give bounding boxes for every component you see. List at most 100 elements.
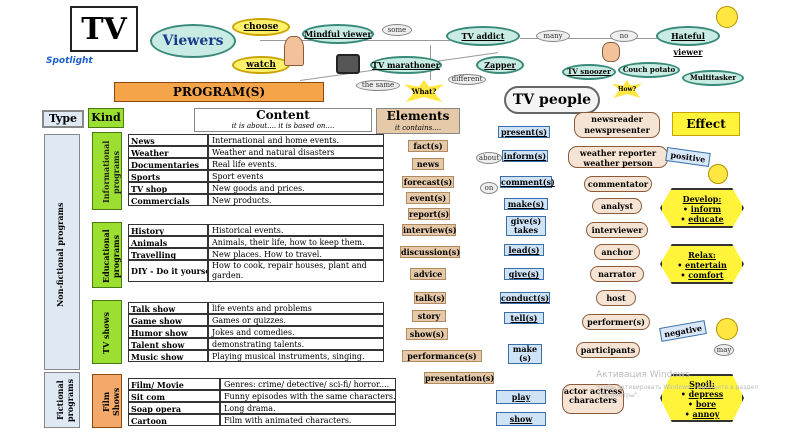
verb-label: show — [509, 414, 533, 424]
spoil-item: • bore — [687, 399, 717, 409]
verb-item: tell(s) — [504, 312, 544, 324]
spoil-item: • annoy — [684, 409, 720, 419]
kind-cell: DIY - Do it yourself — [128, 260, 208, 282]
develop-item: • educate — [680, 214, 724, 224]
kind-cell: Sports — [128, 170, 208, 182]
kind-cell: News — [128, 134, 208, 146]
educational-kind: Educational programs — [92, 222, 122, 288]
element-item: forecast(s) — [402, 176, 454, 188]
content-cell: Jokes and comedies. — [208, 326, 384, 338]
content-cell: How to cook, repair houses, plant and ga… — [208, 260, 384, 282]
person-item: anchor — [594, 244, 640, 260]
connector-line — [520, 38, 660, 39]
person-item: narrator — [590, 266, 644, 282]
kind-header: Kind — [88, 108, 124, 128]
smiley-icon — [708, 164, 728, 184]
relax-item: • comfort — [680, 270, 724, 280]
content-title: Content — [256, 108, 310, 122]
relax-item-text: entertain — [685, 260, 727, 270]
spoil-label: Spoil: — [689, 379, 715, 389]
non-fictional-type: Non-fictional programs — [44, 134, 80, 370]
elements-header: Elements it contains.... — [376, 108, 460, 134]
negative-arrow: negative — [659, 320, 707, 342]
element-item: advice — [410, 268, 446, 280]
many-label: many — [536, 30, 570, 42]
hateful-label: Hateful viewer — [671, 31, 705, 57]
develop-item-text: educate — [688, 214, 724, 224]
kind-cell: Cartoon — [128, 414, 220, 426]
kind-cell: Talent show — [128, 338, 208, 350]
positive-arrow: positive — [665, 147, 711, 167]
some-label: some — [382, 24, 412, 36]
spoil-item-text: depress — [688, 389, 724, 399]
watch-arrow: watch — [232, 56, 290, 74]
element-item: story — [412, 310, 446, 322]
content-cell: Genres: crime/ detective/ sci-fi/ horror… — [220, 378, 396, 390]
element-item: discussion(s) — [400, 246, 461, 258]
about-label: about — [476, 152, 502, 164]
develop-item-text: inform — [690, 204, 722, 214]
verb-item: lead(s) — [504, 244, 544, 256]
content-cell: Weather and natural disasters — [208, 146, 384, 158]
kind-cell: Game show — [128, 314, 208, 326]
verb-item: present(s) — [498, 126, 550, 138]
kind-cell: Documentaries — [128, 158, 208, 170]
kind-cell: Travelling — [128, 248, 208, 260]
tv-shows-kind: TV shows — [92, 300, 122, 364]
element-item: report(s) — [408, 208, 450, 220]
verb-label: make (s) — [512, 344, 538, 363]
spoil-box: Spoil: • depress • bore • annoy — [660, 374, 744, 422]
element-item: performance(s) — [402, 350, 482, 362]
kind-cell: Music show — [128, 350, 208, 362]
tv-addict: TV addict — [446, 26, 520, 46]
snoozer-label: TV snoozer — [567, 67, 611, 76]
content-cell: Playing musical instruments, singing. — [208, 350, 384, 362]
viewers-oval: Viewers — [150, 24, 236, 58]
kind-cell: Sit com — [128, 390, 220, 402]
film-shows-kind: Film Shows — [92, 374, 122, 428]
tv-people-header: TV people — [504, 86, 600, 114]
programs-banner: PROGRAM(S) — [114, 82, 324, 102]
element-item: interview(s) — [402, 224, 457, 236]
relax-item: • entertain — [677, 260, 727, 270]
may-label: may — [714, 344, 734, 356]
verb-item: give(s) takes — [506, 216, 546, 236]
person-item: commentator — [584, 176, 652, 192]
watermark-subtitle: Чтобы активировать Windows, перейдите в … — [596, 384, 758, 399]
table-row: DIY - Do it yourselfHow to cook, repair … — [128, 260, 384, 282]
educational-label: Educational programs — [101, 229, 121, 283]
spoil-item: • depress — [680, 389, 724, 399]
sad-face-icon — [716, 318, 738, 340]
choose-label: choose — [243, 22, 279, 32]
mindful-label: Mindful viewer — [304, 29, 372, 39]
element-item: presentation(s) — [424, 372, 495, 384]
content-cell: Games or quizzes. — [208, 314, 384, 326]
zapper: Zapper — [476, 56, 524, 74]
kind-cell: Commercials — [128, 194, 208, 206]
kind-cell: Animals — [128, 236, 208, 248]
verb-label: make(s) — [507, 199, 545, 209]
content-cell: Historical events. — [208, 224, 384, 236]
develop-label: Develop: — [682, 194, 722, 204]
verb-label: lead(s) — [508, 245, 540, 255]
kind-cell: Talk show — [128, 302, 208, 314]
tv-marathoner: TV marathoner — [370, 56, 442, 74]
verb-item: play — [496, 390, 546, 404]
person-item: actor actress characters — [562, 384, 624, 414]
tv-title: TV — [70, 6, 138, 52]
how-burst: How? — [612, 80, 642, 98]
